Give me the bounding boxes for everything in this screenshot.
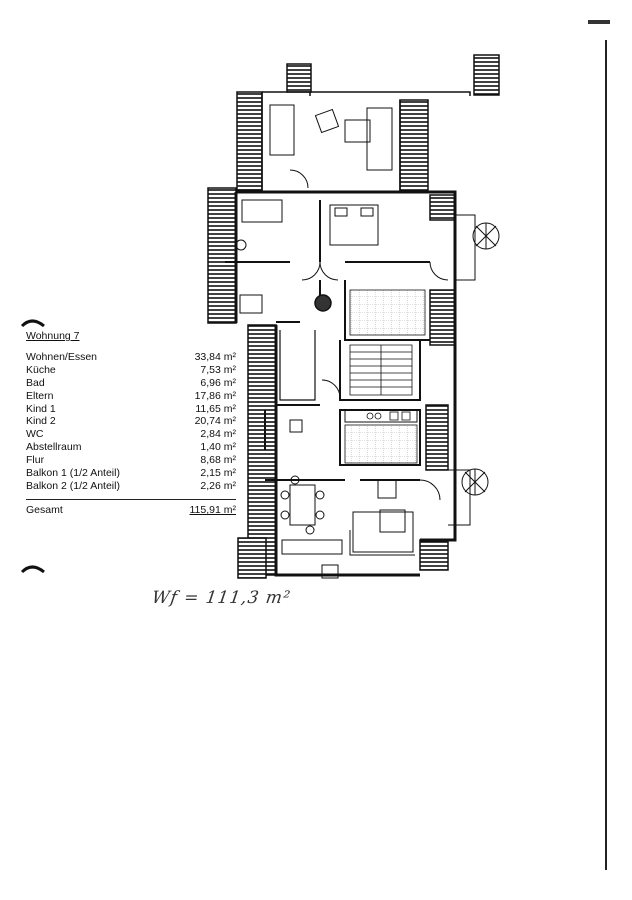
total-area: 115,91 m²	[189, 503, 237, 516]
room-name: Kind 1	[26, 402, 56, 415]
staircase	[349, 344, 413, 396]
room-name: Küche	[26, 363, 56, 376]
roof-windows	[207, 54, 500, 579]
apartment-title: Wohnung 7	[26, 330, 80, 342]
total-label: Gesamt	[26, 503, 63, 516]
table-row: Kind 2 20,74 m²	[26, 415, 236, 428]
room-area: 20,74 m²	[194, 415, 236, 428]
table-row: Eltern 17,86 m²	[26, 390, 236, 403]
room-area: 2,26 m²	[200, 479, 236, 492]
room-name: Balkon 1 (1/2 Anteil)	[26, 467, 120, 480]
total-row: Gesamt 115,91 m²	[26, 504, 236, 517]
room-name: Abstellraum	[26, 441, 82, 454]
room-area: 2,84 m²	[200, 428, 236, 441]
table-row: Abstellraum 1,40 m²	[26, 441, 236, 454]
room-name: Kind 2	[26, 415, 56, 428]
room-name: Balkon 2 (1/2 Anteil)	[26, 479, 120, 492]
room-area: 6,96 m²	[200, 376, 236, 389]
table-row: WC 2,84 m²	[26, 428, 236, 441]
table-row: Kind 1 11,65 m²	[26, 403, 236, 416]
area-table: Wohnung 7 Wohnen/Essen 33,84 m² Küche 7,53…	[26, 330, 236, 517]
table-row: Wohnen/Essen 33,84 m²	[26, 351, 236, 364]
room-area: 33,84 m²	[194, 350, 236, 363]
room-area: 2,15 m²	[200, 467, 236, 480]
balcony-plants	[448, 214, 500, 526]
room-area: 7,53 m²	[200, 363, 236, 376]
table-row: Küche 7,53 m²	[26, 364, 236, 377]
room-area: 17,86 m²	[194, 389, 236, 402]
room-name: Eltern	[26, 389, 54, 402]
room-name: Bad	[26, 376, 45, 389]
chimney-icon	[314, 294, 332, 312]
room-area: 8,68 m²	[200, 454, 236, 467]
table-row: Balkon 1 (1/2 Anteil) 2,15 m²	[26, 467, 236, 480]
divider	[26, 498, 236, 500]
table-row: Flur 8,68 m²	[26, 454, 236, 467]
room-name: WC	[26, 428, 44, 441]
handwritten-note: Wf = 111,3 m²	[150, 588, 293, 608]
room-name: Flur	[26, 454, 45, 467]
room-area: 11,65 m²	[195, 402, 236, 415]
table-row: Bad 6,96 m²	[26, 377, 236, 390]
room-area: 1,40 m²	[200, 441, 236, 454]
furniture	[235, 104, 415, 556]
table-row: Balkon 2 (1/2 Anteil) 2,26 m²	[26, 480, 236, 493]
room-name: Wohnen/Essen	[26, 350, 98, 363]
